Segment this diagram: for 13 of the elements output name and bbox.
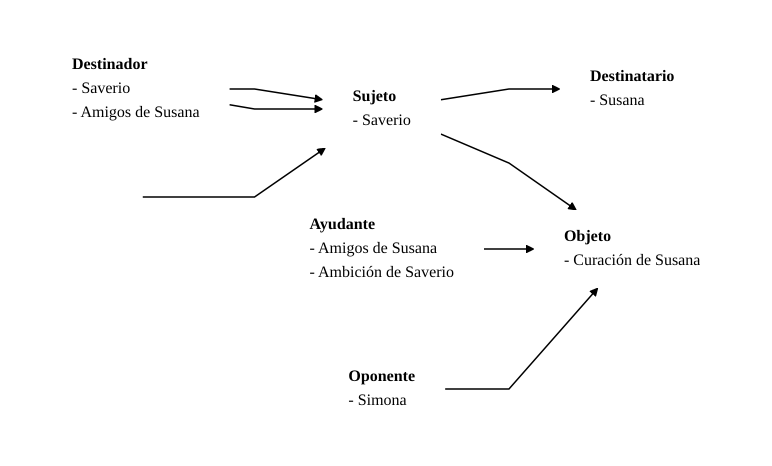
node-text: Sujeto - Saverio: [352, 88, 411, 129]
arrow: [142, 148, 326, 198]
node-text: Ayudante - Amigos de Susana - Ambición de Saverio: [309, 216, 454, 281]
node-text: Objeto - Curación de Susana: [564, 228, 700, 269]
arrow: [440, 84, 560, 100]
arrow: [440, 133, 577, 210]
arrow: [484, 244, 534, 254]
node-text: Oponente - Simona: [348, 368, 415, 409]
node-text: Destinatario - Susana: [590, 68, 674, 109]
arrow: [444, 288, 598, 390]
arrow: [229, 88, 323, 103]
node-text: Destinador - Saverio - Amigos de Susana: [72, 56, 200, 121]
arrow: [229, 104, 323, 114]
